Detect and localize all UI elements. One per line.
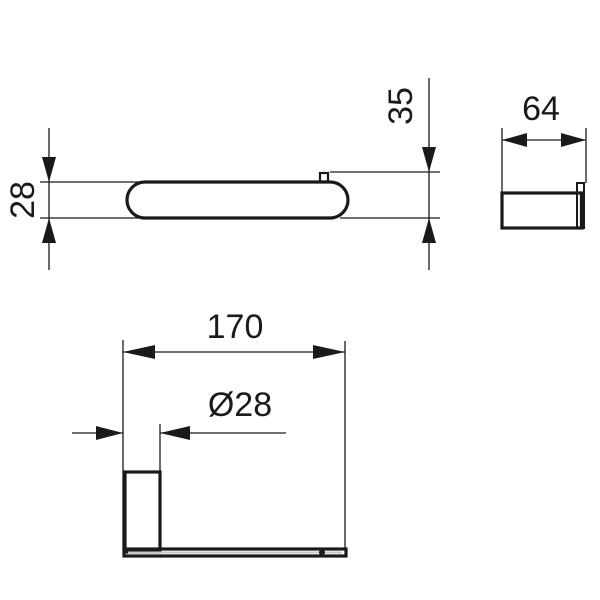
top-view-bar-outline [125, 180, 350, 220]
arrow-35-down [422, 147, 436, 172]
front-view-pin [319, 549, 325, 556]
top-view-nub [318, 171, 330, 184]
arrow-d28-left [96, 426, 123, 440]
arrow-d28-right [160, 426, 190, 440]
front-view: 170 Ø28 [72, 308, 348, 558]
dim-label-d28: Ø28 [208, 386, 272, 424]
dim-label-64: 64 [522, 90, 560, 128]
arrow-64-left [502, 133, 527, 147]
front-view-arm [122, 547, 348, 558]
arrow-28-up [42, 218, 56, 243]
side-view-body [500, 191, 584, 230]
arrow-28-down [42, 157, 56, 182]
side-view: 64 [500, 90, 587, 230]
front-view-mount [123, 470, 162, 554]
top-view: 28 35 [4, 78, 440, 270]
arrow-35-up [422, 218, 436, 243]
dim-label-170: 170 [207, 308, 264, 346]
arrow-170-right [313, 345, 345, 359]
arrow-170-left [123, 345, 155, 359]
dim-label-35: 35 [382, 87, 420, 125]
arrow-64-right [561, 133, 586, 147]
dim-label-28: 28 [4, 181, 42, 219]
